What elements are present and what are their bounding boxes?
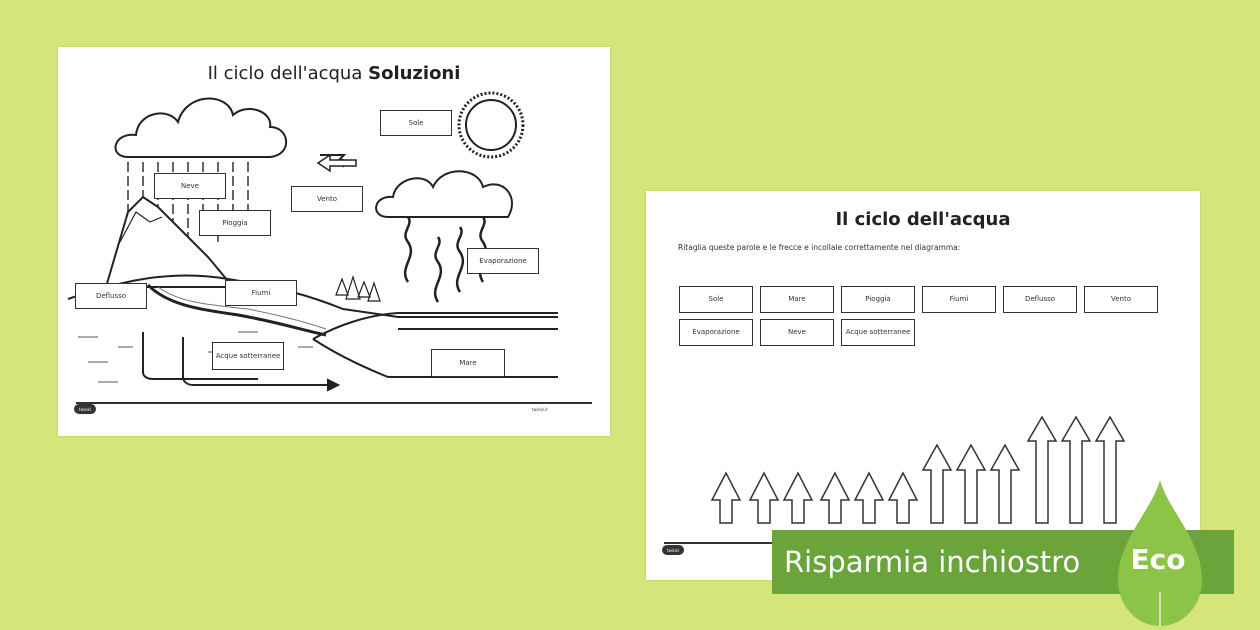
arrow-up-icon — [853, 471, 885, 524]
cutout-worksheet-preview[interactable]: Il ciclo dell'acqua Ritaglia queste paro… — [646, 191, 1200, 580]
arrow-up-icon — [748, 471, 780, 524]
arrow-up-icon — [955, 443, 987, 524]
wind-arrow-icon — [316, 153, 357, 173]
small-cloud-icon — [375, 170, 513, 218]
instruction-text: Ritaglia queste parole e le frecce e inc… — [678, 243, 961, 252]
trees-icon — [335, 275, 381, 302]
label-pioggia: Pioggia — [199, 210, 271, 236]
label-fiumi: Fiumi — [225, 280, 297, 306]
word-card-mare: Mare — [760, 286, 834, 313]
word-card-sole: Sole — [679, 286, 753, 313]
arrow-up-icon — [887, 471, 919, 524]
word-card-deflusso: Deflusso — [1003, 286, 1077, 313]
label-vento: Vento — [291, 186, 363, 212]
word-card-vento: Vento — [1084, 286, 1158, 313]
word-card-fiumi: Fiumi — [922, 286, 996, 313]
arrow-up-icon — [710, 471, 742, 524]
title-text: Il ciclo dell'acqua — [207, 63, 363, 84]
arrow-up-icon — [989, 443, 1021, 524]
cutout-arrows — [664, 415, 1126, 544]
worksheet-title: Il ciclo dell'acqua — [835, 209, 1011, 230]
label-evaporazione: Evaporazione — [467, 248, 539, 274]
twinkl-logo: twinkl — [662, 545, 684, 555]
river-icon — [146, 283, 327, 337]
label-neve: Neve — [154, 173, 226, 199]
water-cycle-diagram — [67, 91, 592, 404]
eco-banner-text: Risparmia inchiostro — [784, 545, 1081, 579]
label-mare: Mare — [431, 349, 505, 377]
label-acque-sotterranee: Acque sotterranee — [212, 342, 284, 370]
worksheet-title: Il ciclo dell'acqua Soluzioni — [58, 63, 610, 84]
arrow-up-icon — [1026, 415, 1058, 524]
rain-cloud-icon — [114, 97, 288, 158]
arrow-up-icon — [782, 471, 814, 524]
title-bold-text: Soluzioni — [368, 63, 461, 84]
eco-badge-label: Eco — [1130, 543, 1186, 576]
arrow-up-icon — [819, 471, 851, 524]
soil-texture — [78, 331, 313, 383]
word-card-neve: Neve — [760, 319, 834, 346]
solutions-worksheet-preview[interactable]: Il ciclo dell'acqua Soluzioni Sole Neve … — [58, 47, 610, 436]
word-card-evaporazione: Evaporazione — [679, 319, 753, 346]
word-card-pioggia: Pioggia — [841, 286, 915, 313]
arrow-up-icon — [1060, 415, 1092, 524]
word-card-acque-sotterranee: Acque sotterranee — [841, 319, 915, 346]
label-deflusso: Deflusso — [75, 283, 147, 309]
groundwater-arrows-icon — [142, 332, 341, 392]
arrow-up-icon — [1094, 415, 1126, 524]
arrow-up-icon — [921, 443, 953, 524]
label-sole: Sole — [380, 110, 452, 136]
sea-icon — [312, 312, 558, 378]
footer-url: twinkl.it — [532, 407, 548, 412]
twinkl-logo: twinkl — [74, 404, 96, 414]
sun-icon — [457, 91, 525, 159]
eco-drop-icon — [1118, 480, 1202, 626]
